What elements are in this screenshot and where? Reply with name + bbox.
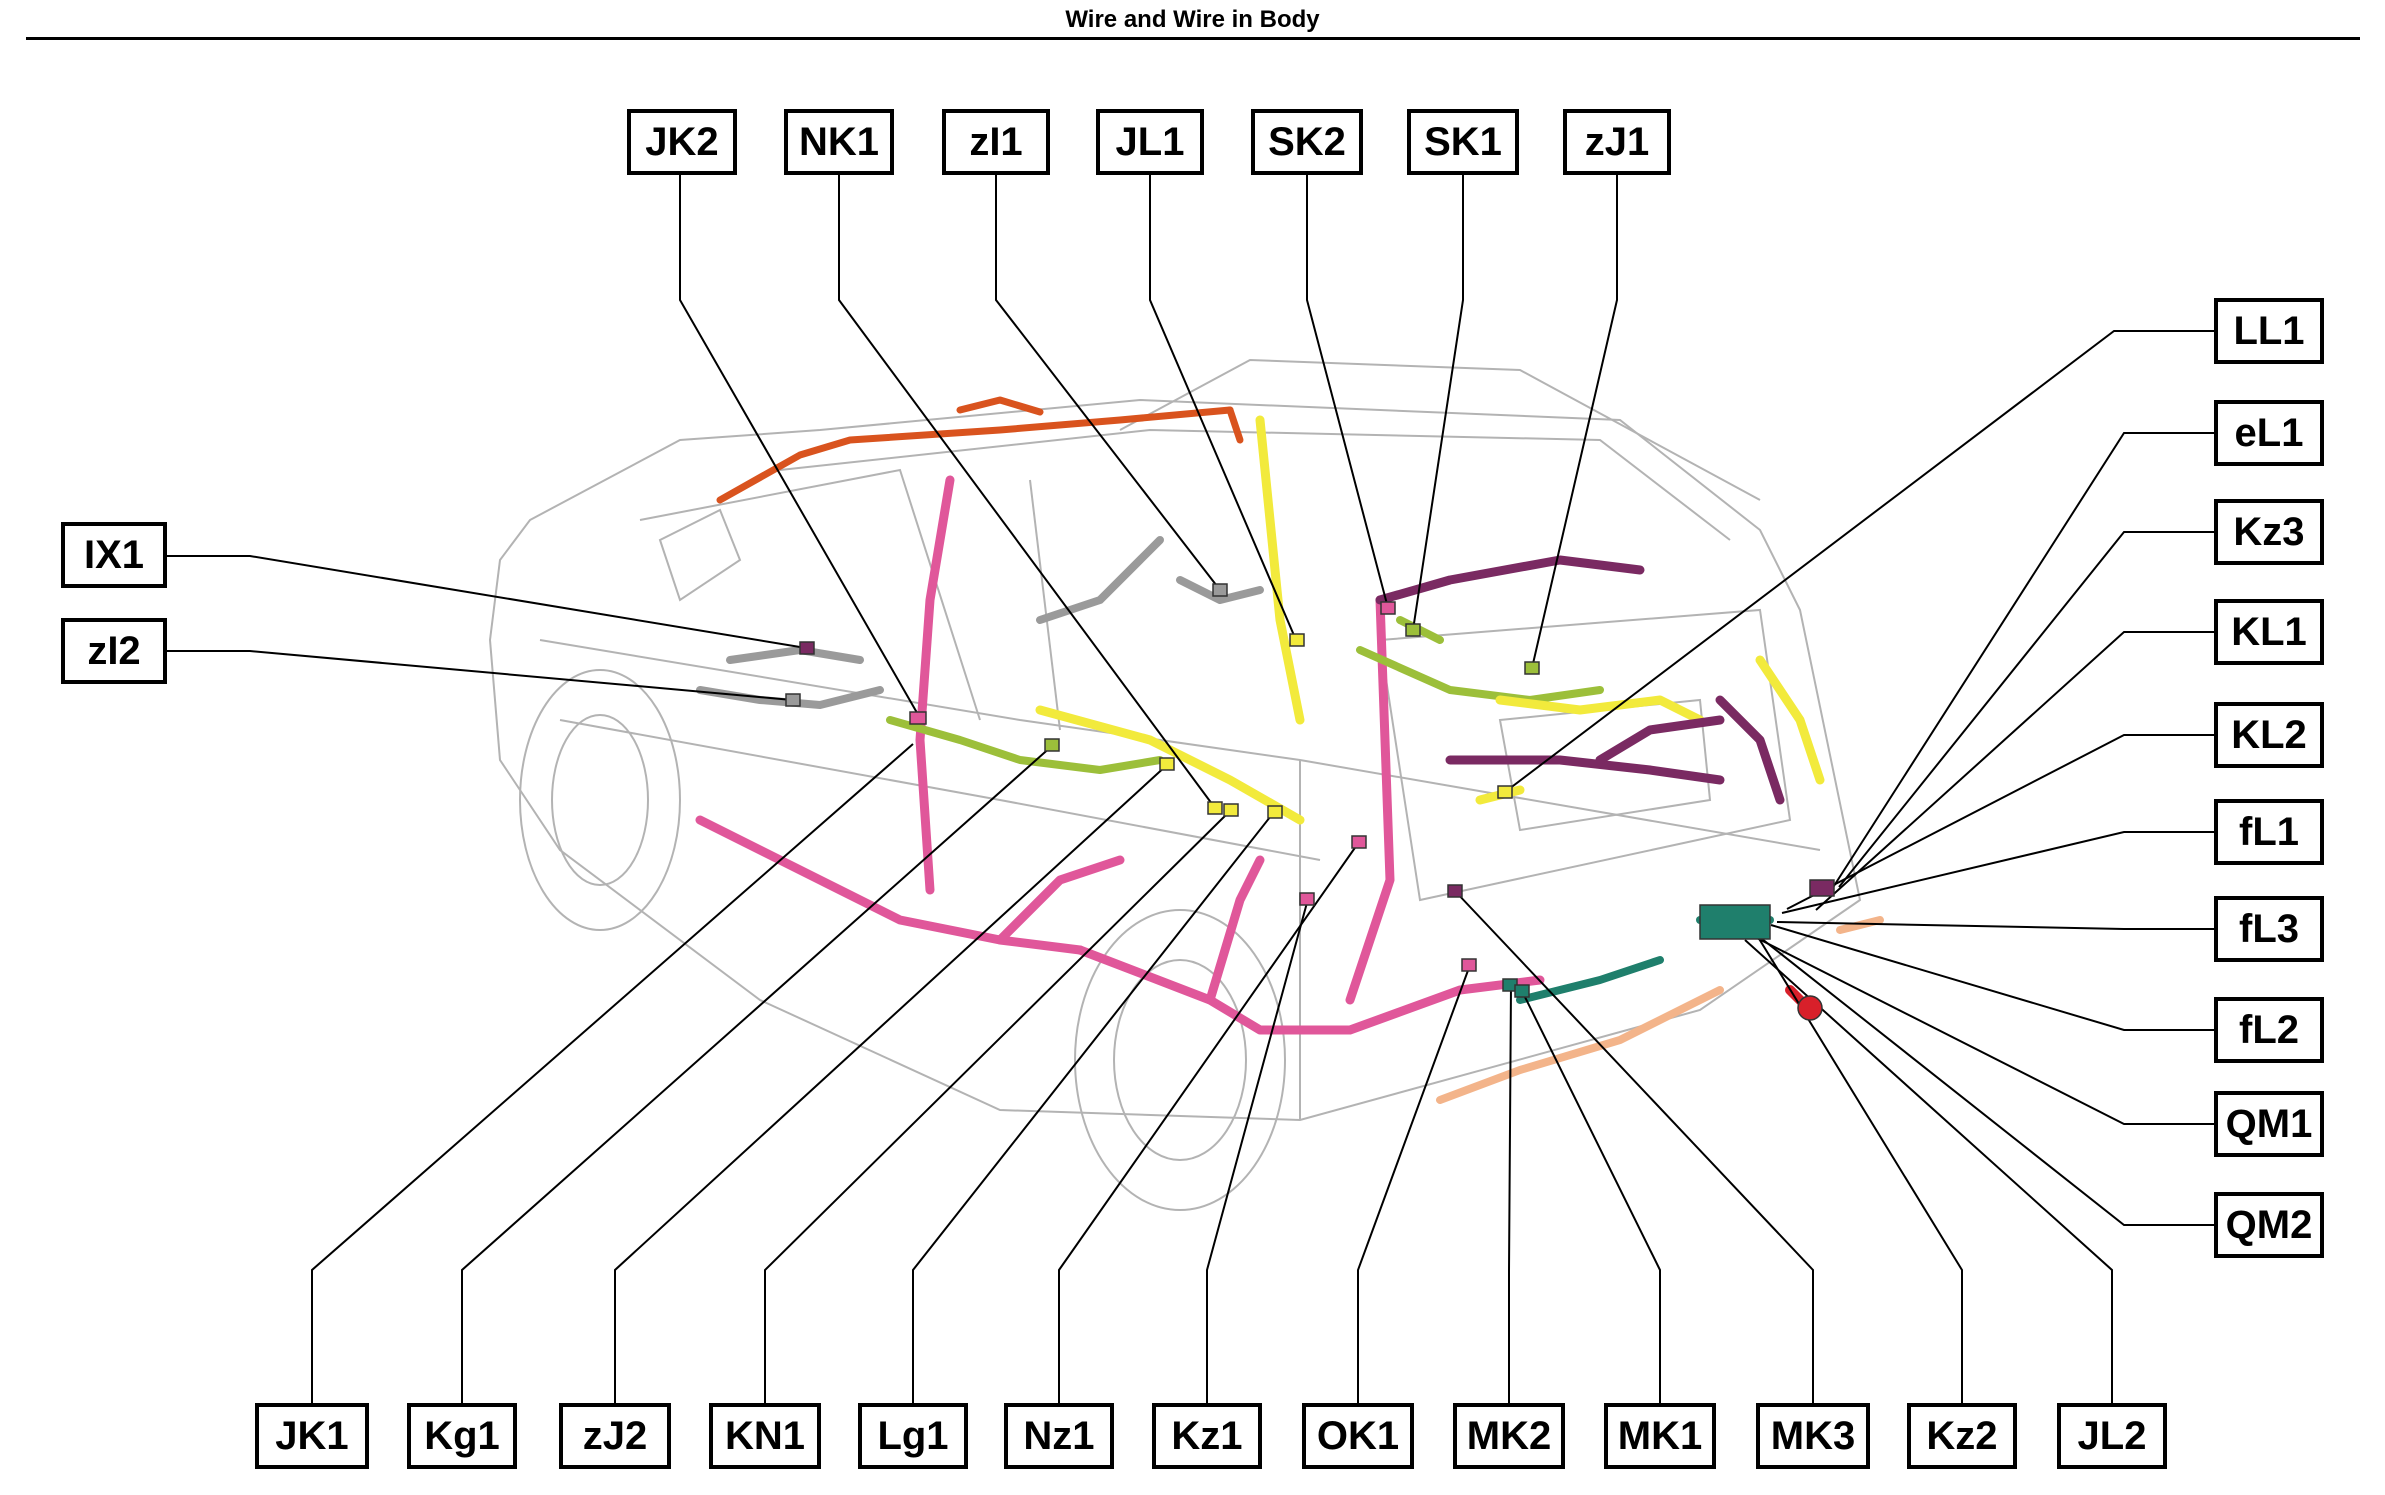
- leader-lines: [167, 174, 2214, 1403]
- callout-bottom-9: MK2: [1453, 1403, 1565, 1469]
- vehicle-outline: [488, 358, 1862, 1211]
- callout-bottom-7: Kz1: [1152, 1403, 1262, 1469]
- callout-right-9: QM1: [2214, 1091, 2324, 1157]
- callout-bottom-2: Kg1: [407, 1403, 517, 1469]
- callout-bottom-1: JK1: [255, 1403, 369, 1469]
- connector-points: [785, 583, 1835, 1021]
- callout-top-5: SK2: [1251, 109, 1363, 175]
- callout-bottom-6: Nz1: [1004, 1403, 1114, 1469]
- callout-bottom-3: zJ2: [559, 1403, 671, 1469]
- callout-right-2: eL1: [2214, 400, 2324, 466]
- harness-peach: [1436, 916, 1884, 1104]
- callout-top-4: JL1: [1096, 109, 1204, 175]
- callout-top-1: JK2: [627, 109, 737, 175]
- callout-bottom-13: JL2: [2057, 1403, 2167, 1469]
- callout-top-2: NK1: [784, 109, 894, 175]
- callout-bottom-4: KN1: [709, 1403, 821, 1469]
- callout-bottom-5: Lg1: [858, 1403, 968, 1469]
- callout-bottom-10: MK1: [1604, 1403, 1716, 1469]
- callout-top-7: zJ1: [1563, 109, 1671, 175]
- callout-right-10: QM2: [2214, 1192, 2324, 1258]
- callout-right-5: KL2: [2214, 702, 2324, 768]
- title-rule: [26, 37, 2360, 40]
- callout-right-7: fL3: [2214, 896, 2324, 962]
- callout-right-3: Kz3: [2214, 499, 2324, 565]
- harness-purple: [1375, 555, 1785, 805]
- callout-right-4: KL1: [2214, 599, 2324, 665]
- callout-bottom-8: OK1: [1302, 1403, 1414, 1469]
- callout-right-8: fL2: [2214, 997, 2324, 1063]
- callout-top-6: SK1: [1407, 109, 1519, 175]
- callout-right-1: LL1: [2214, 298, 2324, 364]
- page-title: Wire and Wire in Body: [1065, 6, 1320, 33]
- callout-bottom-12: Kz2: [1907, 1403, 2017, 1469]
- callout-left-2: zI2: [61, 618, 167, 684]
- harness-olive: [886, 616, 1604, 774]
- callout-right-6: fL1: [2214, 799, 2324, 865]
- callout-top-3: zI1: [942, 109, 1050, 175]
- harness-orange: [716, 396, 1244, 504]
- callout-bottom-11: MK3: [1756, 1403, 1870, 1469]
- callout-left-1: IX1: [61, 522, 167, 588]
